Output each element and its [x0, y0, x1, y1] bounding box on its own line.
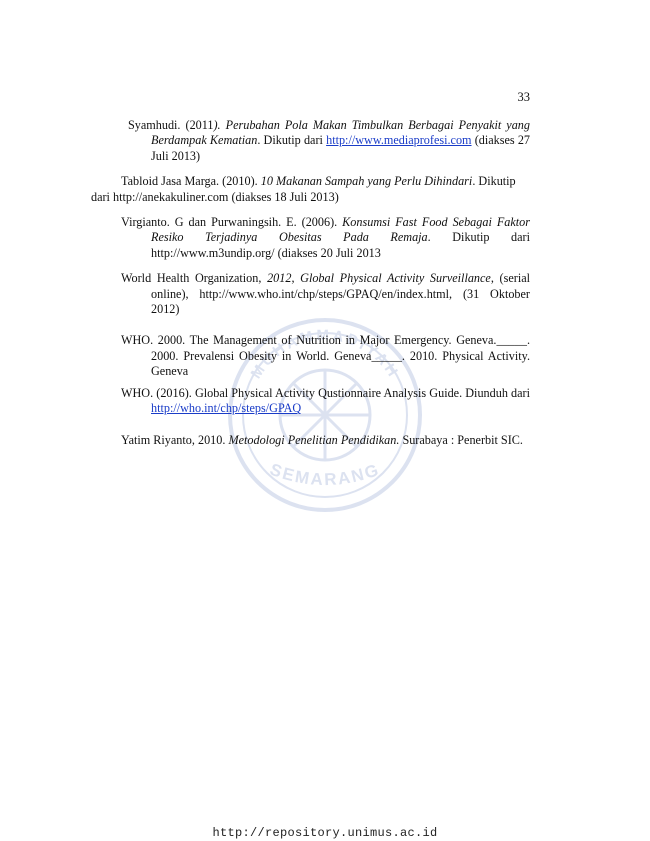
- reference-who-2016: WHO. (2016). Global Physical Activity Qu…: [121, 385, 530, 416]
- page-number: 33: [517, 90, 531, 104]
- reference-who-2012: World Health Organization, 2012, Global …: [121, 271, 530, 317]
- reference-who-2000: WHO. 2000. The Management of Nutrition i…: [121, 333, 530, 379]
- footer-repository-url: http://repository.unimus.ac.id: [212, 826, 438, 840]
- reference-syamhudi: Syamhudi. (2011). Perubahan Pola Makan T…: [128, 118, 531, 163]
- university-seal-watermark: MUHAMMADIYAH SEMARANG: [228, 318, 422, 512]
- watermark-text: SEMARANG: [267, 460, 380, 489]
- reference-tabloid-jasa-marga: Tabloid Jasa Marga. (2010). 10 Makanan S…: [91, 174, 516, 204]
- reference-link-who-gpaq[interactable]: http://who.int/chp/steps/GPAQ: [151, 401, 302, 416]
- reference-link-mediaprofesi[interactable]: http://www.mediaprofesi.com: [326, 133, 472, 148]
- reference-virgianto: Virgianto. G dan Purwaningsih. E. (2006)…: [121, 215, 530, 260]
- reference-list: Syamhudi. (2011). Perubahan Pola Makan T…: [91, 118, 531, 458]
- reference-yatim-riyanto: Yatim Riyanto, 2010. Metodologi Peneliti…: [121, 432, 523, 447]
- svg-text:SEMARANG: SEMARANG: [267, 460, 382, 489]
